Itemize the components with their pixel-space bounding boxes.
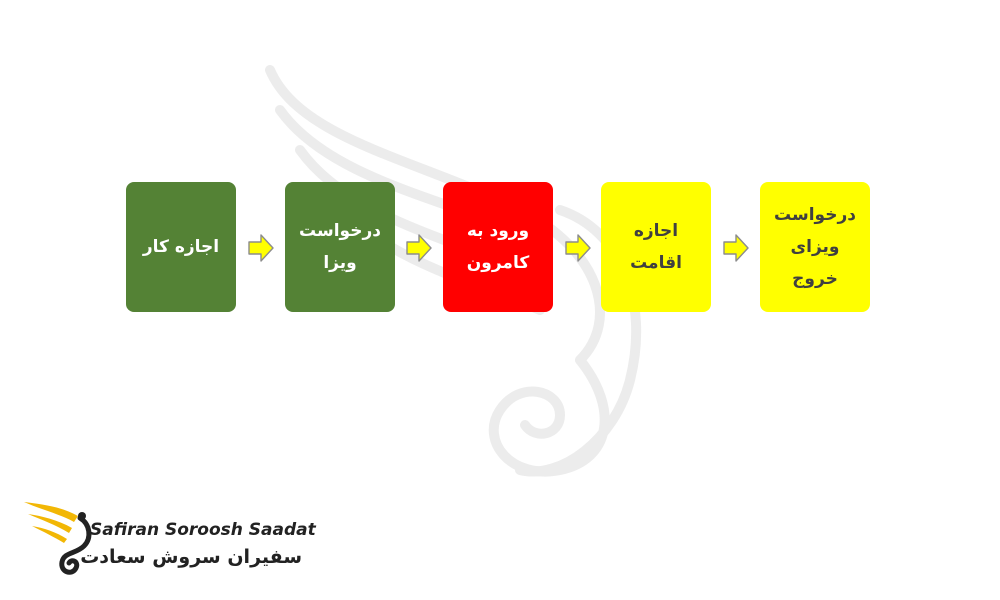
step-box-2: درخواست ویزا	[285, 182, 395, 312]
step-label-4: اجازه اقامت	[630, 221, 682, 273]
arrow-icon-1	[248, 234, 274, 262]
phoenix-wing-logo-icon	[24, 502, 92, 575]
step-box-4: اجازه اقامت	[601, 182, 711, 312]
brand-name-english: Safiran Soroosh Saadat	[90, 520, 316, 540]
arrow-icon-3	[565, 234, 591, 262]
step-label-5: درخواست ویزای خروج	[774, 205, 856, 289]
arrow-icon-4	[723, 234, 749, 262]
step-box-3: ورود به کامرون	[443, 182, 553, 312]
step-label-3: ورود به کامرون	[466, 221, 530, 273]
brand-name-persian: سفیران سروش سعادت	[80, 546, 302, 568]
step-label-1: اجازه کار	[142, 237, 220, 257]
step-label-2: درخواست ویزا	[299, 221, 381, 273]
step-box-5: درخواست ویزای خروج	[760, 182, 870, 312]
brand-logo: Safiran Soroosh Saadat سفیران سروش سعادت	[20, 492, 316, 582]
arrow-icon-2	[406, 234, 432, 262]
step-box-1: اجازه کار	[126, 182, 236, 312]
